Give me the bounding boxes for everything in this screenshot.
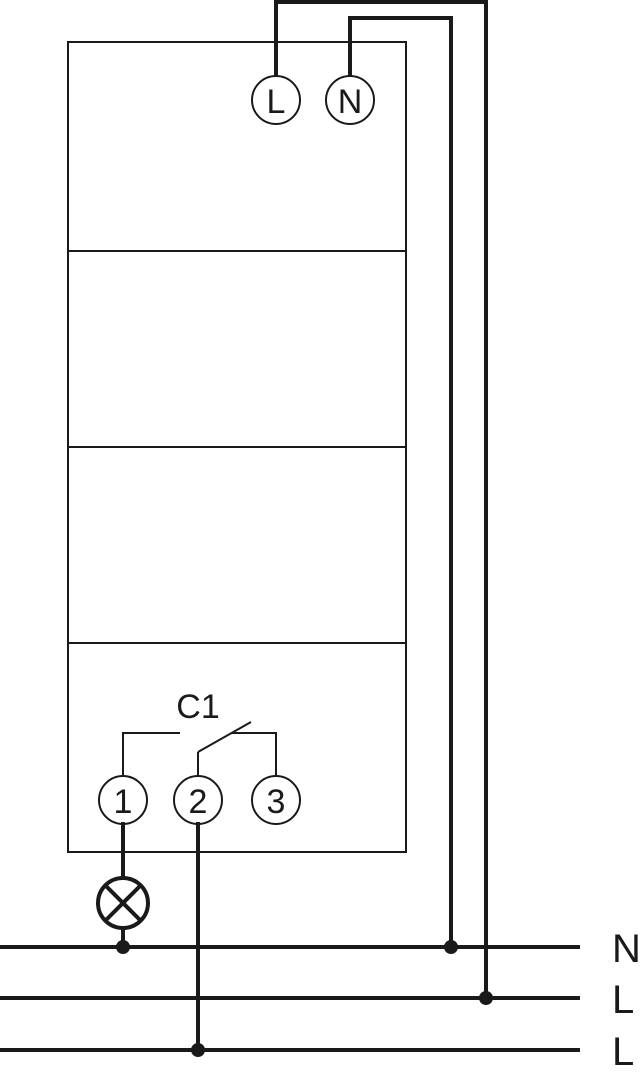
terminal-n: N — [325, 75, 375, 125]
rail-n-label: N — [612, 927, 640, 971]
junction-dot — [191, 1043, 205, 1057]
terminal-circle — [251, 775, 301, 825]
contact-label: C1 — [176, 688, 219, 726]
supply-l-wire — [274, 0, 488, 1000]
terminal-1-label: 1 — [114, 783, 133, 821]
terminal-3-label: 3 — [267, 783, 286, 821]
contact-blade — [197, 721, 252, 753]
terminal-3: 3 — [251, 775, 301, 825]
lamp-cross — [103, 883, 143, 923]
contact-no-lead — [232, 732, 277, 778]
device-housing — [67, 41, 407, 853]
terminal-1: 1 — [98, 775, 148, 825]
terminal-circle — [325, 75, 375, 125]
junction-dot — [116, 940, 130, 954]
rail-l-label: L — [612, 1030, 634, 1074]
junction-dot — [479, 991, 493, 1005]
junction-dot — [444, 940, 458, 954]
changeover-contact-icon: C1 — [122, 688, 277, 778]
terminal-2-label: 2 — [189, 783, 208, 821]
terminal-circle — [251, 75, 301, 125]
contact-nc-lead — [122, 732, 180, 778]
lamp-icon — [96, 876, 150, 930]
supply-wiring — [274, 0, 493, 1005]
terminal-l-label: L — [267, 83, 286, 121]
supply-n-wire — [348, 16, 453, 949]
rail-l-label: L — [612, 978, 634, 1022]
terminal-n-label: N — [338, 83, 363, 121]
load-wiring — [116, 822, 205, 1057]
terminal-2: 2 — [173, 775, 223, 825]
terminal-l: L — [251, 75, 301, 125]
